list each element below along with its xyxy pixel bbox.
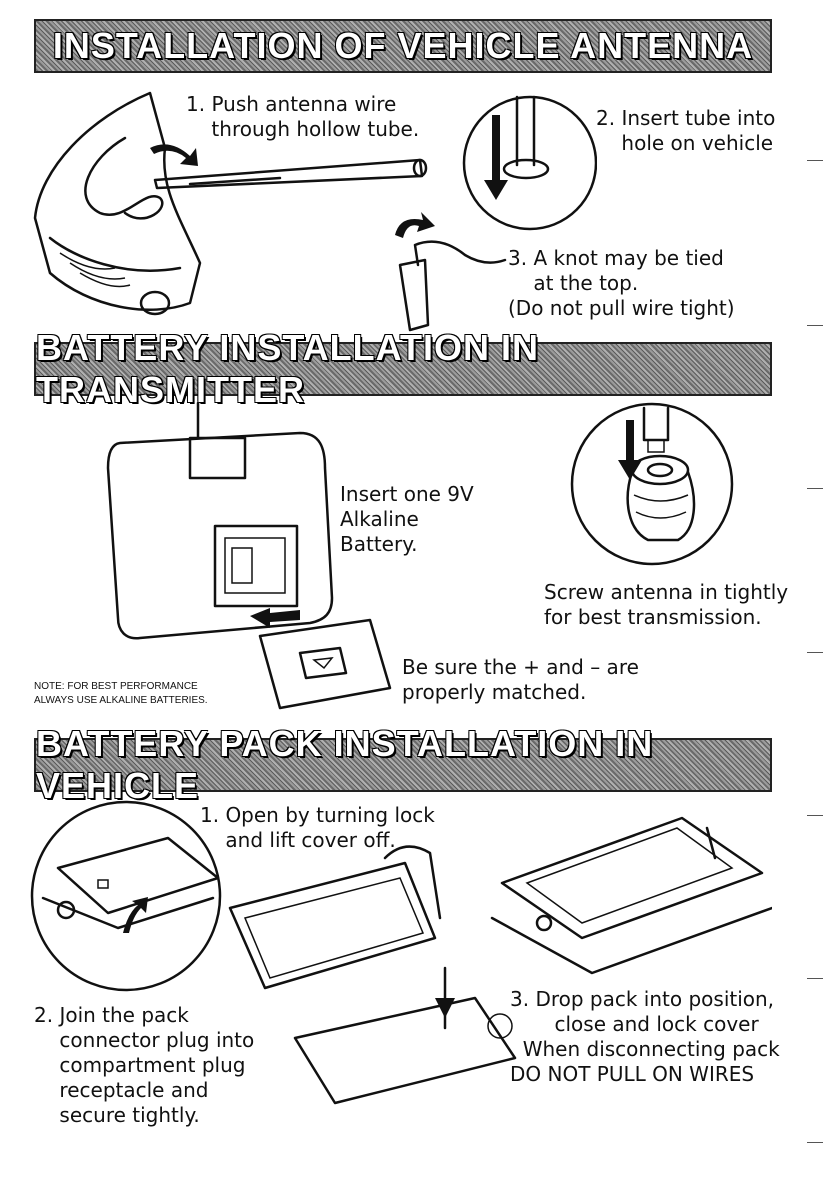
drop-pack-illustration — [490, 816, 772, 975]
transmitter-screw-text: Screw antenna in tightly for best transm… — [544, 580, 789, 629]
antenna-section-title: INSTALLATION OF VEHICLE ANTENNA — [52, 25, 754, 66]
edge-mark — [807, 160, 823, 161]
transmitter-match-text: Be sure the + and – are properly matched… — [402, 655, 639, 704]
edge-mark — [807, 488, 823, 489]
antenna-section-banner: INSTALLATION OF VEHICLE ANTENNA — [34, 19, 772, 73]
edge-mark — [807, 652, 823, 653]
connect-pack-illustration — [228, 845, 517, 1105]
tube-insert-illustration — [462, 95, 597, 231]
transmitter-note: NOTE: FOR BEST PERFORMANCE ALWAYS USE AL… — [34, 681, 208, 706]
edge-mark — [807, 815, 823, 816]
edge-mark — [807, 1142, 823, 1143]
antenna-screw-illustration — [570, 402, 734, 566]
edge-mark — [807, 325, 823, 326]
antenna-knot-illustration — [395, 212, 507, 332]
vehicle-step-3: 3. Drop pack into position, close and lo… — [510, 987, 780, 1086]
open-cover-illustration — [30, 800, 222, 992]
antenna-step-3: 3. A knot may be tied at the top. (Do no… — [508, 246, 735, 320]
transmitter-insert-text: Insert one 9V Alkaline Battery. — [340, 482, 474, 556]
car-antenna-illustration — [33, 91, 428, 316]
transmitter-back-illustration — [106, 401, 392, 710]
vehicle-section-banner: BATTERY PACK INSTALLATION IN VEHICLE — [34, 723, 772, 806]
antenna-step-2: 2. Insert tube into hole on vehicle — [596, 106, 776, 155]
vehicle-section-title: BATTERY PACK INSTALLATION IN VEHICLE — [36, 723, 654, 806]
vehicle-step-1: 1. Open by turning lock and lift cover o… — [200, 803, 435, 852]
transmitter-section-banner: BATTERY INSTALLATION IN TRANSMITTER — [34, 327, 772, 410]
transmitter-section-title: BATTERY INSTALLATION IN TRANSMITTER — [36, 327, 539, 410]
antenna-step-1: 1. Push antenna wire through hollow tube… — [186, 92, 420, 141]
vehicle-step-2: 2. Join the pack connector plug into com… — [34, 1003, 255, 1127]
edge-mark — [807, 978, 823, 979]
